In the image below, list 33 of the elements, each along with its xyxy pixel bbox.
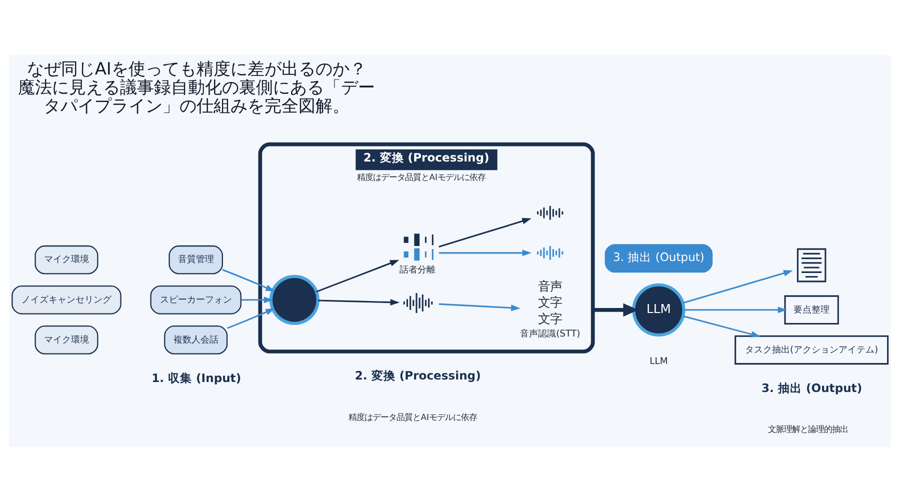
node-label: 話者分離 bbox=[400, 264, 436, 276]
arrow bbox=[438, 250, 532, 256]
node-box: ノイズキャンセリング bbox=[12, 285, 122, 314]
arrow bbox=[438, 303, 520, 312]
arrow bbox=[592, 303, 638, 317]
node-box: タスク抽出(アクションアイテム) bbox=[734, 335, 889, 365]
arrow bbox=[227, 308, 275, 329]
node-text: 音声 文字 文字 bbox=[538, 280, 562, 326]
label: 2. 変換 (Processing) bbox=[354, 368, 481, 383]
arrow bbox=[684, 306, 788, 314]
label: 文脈理解と論理的抽出 bbox=[768, 424, 848, 434]
node-label: LLM bbox=[650, 356, 668, 367]
arrow bbox=[438, 218, 532, 248]
node-box: 音質管理 bbox=[168, 245, 223, 274]
arrow bbox=[316, 260, 400, 292]
label: 3. 抽出 (Output) bbox=[762, 380, 862, 395]
label: 精度はデータ品質とAIモデルに依存 bbox=[348, 412, 478, 422]
node-box: マイク環境 bbox=[34, 245, 98, 274]
node-circle: LLM bbox=[632, 283, 686, 336]
arrow bbox=[682, 315, 760, 338]
arrow bbox=[222, 269, 275, 292]
arrow bbox=[241, 296, 274, 304]
node-label: 音声認識(STT) bbox=[520, 328, 580, 340]
node-box: 複数人会話 bbox=[164, 326, 228, 354]
node-box: 要点整理 bbox=[784, 295, 839, 325]
node-circle bbox=[269, 274, 320, 325]
node-box: 3. 抽出 (Output) bbox=[604, 244, 713, 273]
node-box: マイク環境 bbox=[34, 326, 98, 354]
arrow bbox=[682, 270, 793, 304]
diagram-title: なぜ同じAIを使っても精度に差が出るのか？魔法に見える議事録自動化の裏側にある「データパイプライン」の仕組みを完全図解。 bbox=[18, 58, 376, 116]
node-box: スピーカーフォン bbox=[150, 285, 242, 314]
label: 1. 収集 (Input) bbox=[152, 370, 242, 385]
arrow bbox=[318, 299, 400, 306]
